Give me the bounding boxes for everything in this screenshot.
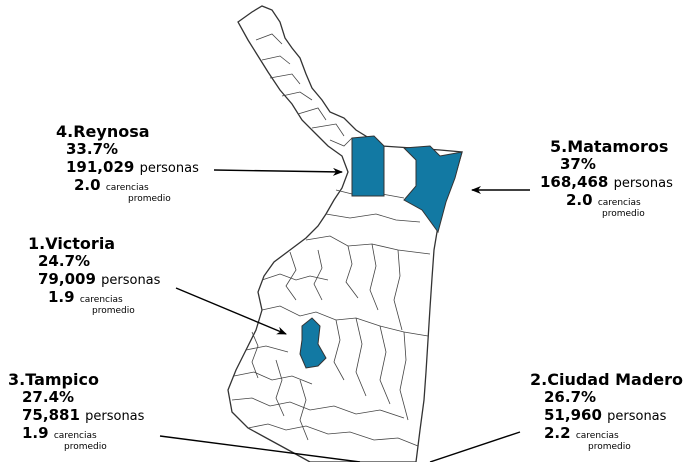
region-reynosa <box>351 135 385 197</box>
callout-carencias: 2.0 carencias <box>566 190 641 209</box>
arrow-tampico <box>159 435 361 462</box>
callout-percent: 24.7% <box>38 252 91 271</box>
callout-name: 4.Reynosa <box>56 122 150 141</box>
callout-percent: 26.7% <box>544 388 597 407</box>
callout-promedio: promedio <box>602 208 645 219</box>
callout-carencias: 1.9 carencias <box>22 423 97 442</box>
callout-carencias: 1.9 carencias <box>48 287 123 306</box>
callout-name: 5.Matamoros <box>550 137 669 156</box>
callout-promedio: promedio <box>588 441 631 452</box>
callout-matamoros: 5.Matamoros 37% 168,468 personas 2.0 car… <box>540 137 673 219</box>
callout-population: 79,009 personas <box>38 269 161 288</box>
callout-population: 191,029 personas <box>66 157 199 176</box>
region-victoria <box>299 317 327 369</box>
state-outline <box>227 5 463 462</box>
region-matamoros <box>402 145 463 234</box>
callout-tampico: 3.Tampico 27.4% 75,881 personas 1.9 care… <box>8 370 145 452</box>
callout-percent: 37% <box>560 155 596 174</box>
callout-name: 1.Victoria <box>28 234 116 253</box>
callout-reynosa: 4.Reynosa 33.7% 191,029 personas 2.0 car… <box>56 122 199 204</box>
callout-ciudad-madero: 2.Ciudad Madero 26.7% 51,960 personas 2.… <box>530 370 684 452</box>
municipal-boundaries <box>231 33 431 447</box>
arrow-madero <box>429 431 521 462</box>
arrow-reynosa <box>213 167 343 176</box>
arrow-victoria <box>175 287 287 335</box>
callout-victoria: 1.Victoria 24.7% 79,009 personas 1.9 car… <box>28 234 161 316</box>
callout-carencias: 2.0 carencias <box>74 175 149 194</box>
callout-promedio: promedio <box>128 193 171 204</box>
callout-population: 51,960 personas <box>544 405 667 424</box>
callout-percent: 33.7% <box>66 140 119 159</box>
callout-promedio: promedio <box>92 305 135 316</box>
callout-carencias: 2.2 carencias <box>544 423 619 442</box>
callout-name: 3.Tampico <box>8 370 99 389</box>
callout-arrows <box>159 167 530 462</box>
callout-percent: 27.4% <box>22 388 75 407</box>
callout-population: 75,881 personas <box>22 405 145 424</box>
callout-name: 2.Ciudad Madero <box>530 370 684 389</box>
callout-promedio: promedio <box>64 441 107 452</box>
callout-population: 168,468 personas <box>540 172 673 191</box>
